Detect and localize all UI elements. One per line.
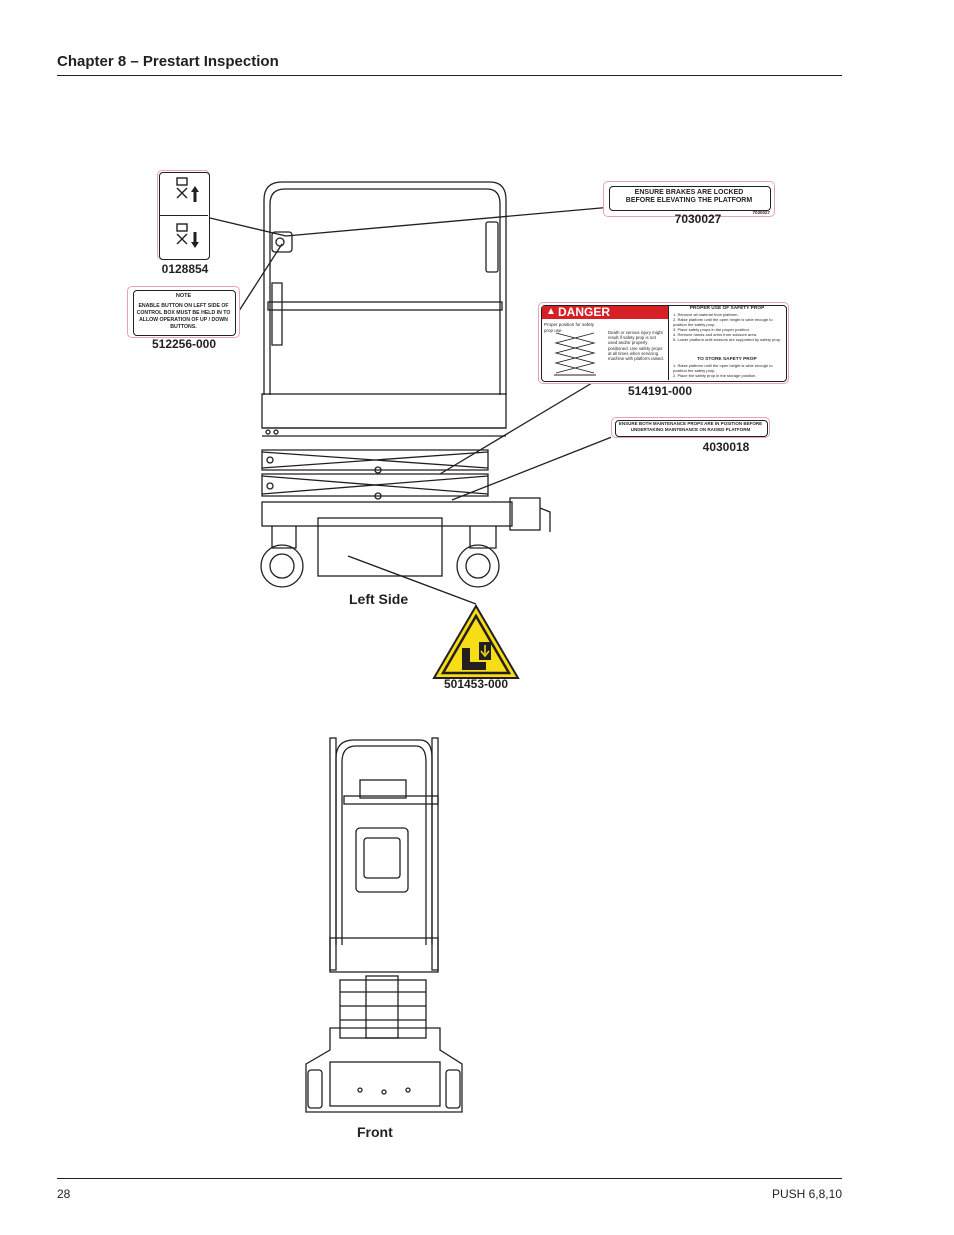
warning-triangle-icon: ▲ <box>546 306 556 317</box>
crush-hazard-decal <box>432 604 520 679</box>
brakes-line2: BEFORE ELEVATING THE PLATFORM <box>625 197 753 204</box>
danger-banner: ▲ DANGER <box>542 305 668 319</box>
page-number: 28 <box>57 1187 71 1201</box>
danger-warning-text: Death or serious injury might result if … <box>608 330 664 362</box>
prop-step: 4. Remove hands and arms from scissors a… <box>673 331 758 337</box>
prop-step: 2. Raise platform until the open height … <box>673 316 773 327</box>
page-title: Chapter 8 – Prestart Inspection <box>57 53 279 70</box>
part-512256: 512256-000 <box>151 337 217 351</box>
prop-title-1: PROPER USE OF SAFETY PROP <box>689 306 765 311</box>
prop-steps-1: 1. Remove all material from platform. 2.… <box>673 312 783 342</box>
note-text: ENABLE BUTTON ON LEFT SIDE OF CONTROL BO… <box>136 303 231 330</box>
danger-word: DANGER <box>558 305 611 319</box>
left-side-label: Left Side <box>349 591 409 607</box>
prop-step: 3. Place safety props in the proper posi… <box>673 326 750 332</box>
prop-steps-2: 1. Raise platform until the open height … <box>673 363 783 379</box>
prop-step: 2. Place the safety prop in the storage … <box>673 372 757 378</box>
decal-512256: NOTE ENABLE BUTTON ON LEFT SIDE OF CONTR… <box>127 286 240 338</box>
decal-0128854 <box>157 170 210 260</box>
prop-step: 1. Remove all material from platform. <box>673 312 739 317</box>
part-501453: 501453-000 <box>443 677 509 691</box>
safety-prop-scissor-icon <box>554 332 596 376</box>
brakes-corner-code: 7030027 <box>752 210 770 215</box>
prop-caption: Proper position for safety prop use <box>544 322 595 333</box>
front-label: Front <box>357 1124 393 1140</box>
props-line2: UNDERTAKING MAINTENANCE ON RAISED PLATFO… <box>630 427 751 432</box>
prop-step: 5. Lower platform until scissors are sup… <box>673 336 782 342</box>
part-514191: 514191-000 <box>627 384 693 398</box>
prop-title-2: TO STORE SAFETY PROP <box>697 357 757 362</box>
brakes-line1: ENSURE BRAKES ARE LOCKED <box>634 189 744 196</box>
part-0128854: 0128854 <box>161 262 209 276</box>
part-4030018: 4030018 <box>702 440 750 454</box>
note-heading: NOTE <box>175 293 192 299</box>
prop-step: 1. Raise platform until the open height … <box>673 363 773 373</box>
footer-rule <box>57 1178 842 1179</box>
product-name: PUSH 6,8,10 <box>771 1187 842 1201</box>
decal-7030027: ENSURE BRAKES ARE LOCKED BEFORE ELEVATIN… <box>603 181 775 217</box>
part-7030027: 7030027 <box>674 212 722 226</box>
decal-514191: ▲ DANGER Proper position for safety prop… <box>538 302 789 384</box>
header-rule <box>57 75 842 76</box>
decal-4030018: ENSURE BOTH MAINTENANCE PROPS ARE IN POS… <box>611 417 770 438</box>
up-down-icon <box>176 177 199 248</box>
props-line1: ENSURE BOTH MAINTENANCE PROPS ARE IN POS… <box>618 421 763 426</box>
